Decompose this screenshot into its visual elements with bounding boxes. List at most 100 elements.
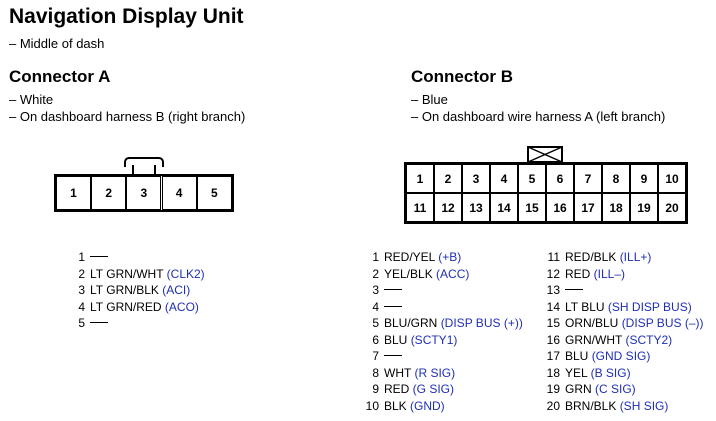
connector-a-heading: Connector A: [9, 67, 111, 86]
unused-pin-dash: [384, 305, 402, 307]
connector-b-color: – Blue: [411, 92, 448, 107]
connector-a-cavity: 4: [161, 176, 197, 210]
unused-pin-dash: [565, 289, 583, 291]
wire-color: LT GRN/BLK: [90, 283, 163, 297]
pin-row: 4: [358, 299, 402, 315]
pin-number: 3: [372, 283, 379, 297]
wire-color: LT BLU: [565, 299, 608, 314]
connector-a-color: – White: [9, 92, 54, 107]
wire-color: YEL/BLK: [384, 266, 437, 281]
connector-b-cavity: 20: [658, 193, 686, 222]
pin-row: 1: [70, 249, 108, 265]
pin-row: 4 LT GRN/RED (ACO): [70, 299, 199, 315]
connector-b-cavity: 12: [434, 193, 462, 222]
pin-number: 5: [372, 316, 379, 330]
unused-pin-dash: [384, 289, 402, 291]
pin-number: 16: [546, 332, 560, 347]
signal-name: (CLK2): [166, 266, 205, 281]
connector-b-cavity: 19: [630, 193, 658, 222]
connector-b-harness: – On dashboard wire harness A (left bran…: [411, 109, 666, 124]
pin-row: 11 RED/BLK (ILL+): [542, 249, 652, 265]
connector-b-cavity: 10: [658, 164, 686, 193]
unused-pin-dash: [384, 355, 402, 357]
pin-number: 2: [372, 266, 379, 281]
pin-number: 11: [547, 250, 560, 264]
pin-number: 1: [372, 250, 379, 264]
signal-name: (B SIG): [590, 365, 631, 380]
pin-number: 19: [546, 382, 560, 396]
signal-name: (DISP BUS (+)): [440, 316, 523, 330]
pin-number: 12: [546, 266, 560, 281]
unit-location: – Middle of dash: [9, 36, 105, 51]
wire-color: LT GRN/WHT: [90, 266, 167, 281]
wire-color: GRN/WHT: [565, 332, 626, 347]
signal-name: (ILL–): [593, 266, 626, 281]
pin-row: 6 BLU (SCTY1): [358, 332, 457, 348]
signal-name: (GND SIG): [591, 349, 651, 363]
signal-name: (ILL+): [619, 250, 652, 264]
connector-b-cavity: 8: [602, 164, 630, 193]
signal-name: (DISP BUS (–)): [621, 316, 704, 330]
connector-b-cavity: 14: [490, 193, 518, 222]
wire-color: RED: [384, 382, 413, 396]
pin-number: 20: [546, 398, 560, 413]
connector-b-cavity: 4: [490, 164, 518, 193]
pin-number: 9: [372, 382, 379, 396]
connector-b-cavity: 7: [574, 164, 602, 193]
connector-a-cavity: 1: [56, 176, 91, 210]
signal-name: (G SIG): [412, 382, 455, 396]
connector-b-cavity: 13: [462, 193, 490, 222]
signal-name: (GND): [410, 398, 445, 413]
wire-color: RED: [565, 266, 594, 281]
connector-a-cavity: 5: [196, 176, 232, 210]
unused-pin-dash: [90, 256, 108, 258]
connector-b-cavity: 3: [462, 164, 490, 193]
pin-number: 4: [372, 299, 379, 314]
signal-name: (SCTY2): [625, 332, 673, 347]
wire-color: BLU: [565, 349, 592, 363]
wire-color: RED/BLK: [565, 250, 620, 264]
pin-row: 9 RED (G SIG): [358, 381, 454, 397]
pin-number: 7: [372, 349, 379, 363]
connector-b-cavity: 6: [546, 164, 574, 193]
connector-b-cavity: 17: [574, 193, 602, 222]
connector-b-cavity: 5: [518, 164, 546, 193]
wire-color: BRN/BLK: [565, 398, 620, 413]
signal-name: (+B): [438, 250, 462, 264]
pin-number: 18: [546, 365, 560, 380]
page-title: Navigation Display Unit: [9, 5, 244, 28]
connector-b-cavity: 18: [602, 193, 630, 222]
pin-number: 4: [78, 299, 85, 314]
wire-color: LT GRN/RED: [90, 299, 165, 314]
signal-name: (ACO): [164, 299, 199, 314]
connector-a-harness: – On dashboard harness B (right branch): [9, 109, 246, 124]
pin-row: 7: [358, 348, 402, 364]
connector-b-heading: Connector B: [411, 67, 513, 86]
pin-number: 8: [372, 365, 379, 380]
signal-name: (ACI): [162, 283, 191, 297]
unused-pin-dash: [90, 322, 108, 324]
wire-color: BLK: [384, 398, 411, 413]
pin-number: 6: [372, 332, 379, 347]
wire-color: WHT: [384, 365, 415, 380]
wire-color: GRN: [565, 382, 595, 396]
connector-a-cavity: 3: [126, 176, 162, 210]
connector-b-cavity: 9: [630, 164, 658, 193]
connector-a-cavity: 2: [91, 176, 127, 210]
pin-number: 15: [546, 316, 560, 330]
pin-row: 5 BLU/GRN (DISP BUS (+)): [358, 315, 523, 331]
wire-color: BLU: [384, 332, 411, 347]
signal-name: (SCTY1): [410, 332, 458, 347]
wire-color: BLU/GRN: [384, 316, 441, 330]
signal-name: (SH DISP BUS): [607, 299, 692, 314]
pin-row: 16 GRN/WHT (SCTY2): [542, 332, 672, 348]
